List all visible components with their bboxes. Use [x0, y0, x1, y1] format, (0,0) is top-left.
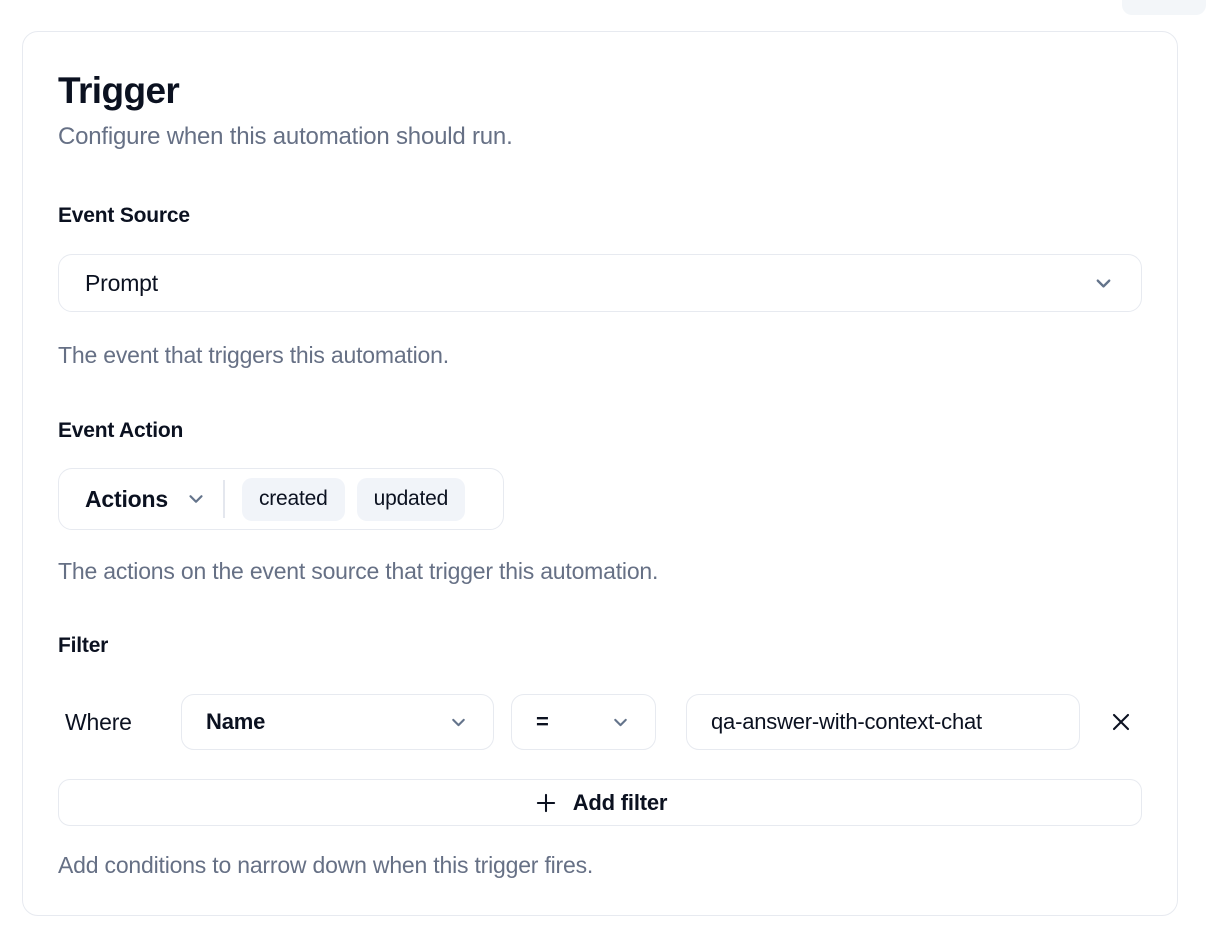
where-label: Where	[65, 708, 132, 735]
event-source-help: The event that triggers this automation.	[58, 342, 449, 368]
add-filter-label: Add filter	[572, 789, 668, 815]
event-source-select[interactable]: Prompt	[58, 254, 1142, 312]
chevron-down-icon	[189, 495, 203, 503]
filter-help: Add conditions to narrow down when this …	[58, 852, 594, 878]
action-chip: updated	[356, 477, 466, 521]
chevron-down-icon	[452, 718, 465, 726]
plus-icon	[536, 793, 555, 812]
filter-operator-select[interactable]: =	[511, 694, 656, 750]
event-action-control: Actions created updated	[58, 468, 504, 530]
page-subtitle: Configure when this automation should ru…	[58, 123, 513, 150]
remove-filter-button[interactable]	[1100, 701, 1142, 743]
add-filter-button[interactable]: Add filter	[58, 779, 1142, 826]
event-source-label: Event Source	[58, 204, 190, 227]
close-icon	[1112, 713, 1130, 731]
actions-dropdown[interactable]: Actions	[85, 486, 207, 513]
divider	[222, 480, 225, 518]
page-title: Trigger	[58, 70, 180, 111]
event-source-value: Prompt	[85, 269, 158, 296]
filter-label: Filter	[58, 634, 109, 657]
partial-element-top-right	[1122, 0, 1206, 15]
chevron-down-icon	[1096, 278, 1111, 288]
filter-field-select[interactable]: Name	[181, 694, 494, 750]
filter-value-input[interactable]: qa-answer-with-context-chat	[686, 694, 1080, 750]
filter-operator-value: =	[536, 709, 549, 734]
event-action-help: The actions on the event source that tri…	[58, 558, 659, 584]
actions-dropdown-label: Actions	[85, 485, 168, 512]
action-chip: created	[241, 477, 345, 521]
filter-value-text: qa-answer-with-context-chat	[711, 709, 982, 734]
event-action-label: Event Action	[58, 419, 184, 442]
filter-row: Where Name = qa-answer-with-context-chat	[58, 694, 1142, 750]
chevron-down-icon	[614, 718, 627, 726]
trigger-card: Trigger Configure when this automation s…	[22, 31, 1178, 916]
filter-field-value: Name	[206, 709, 266, 734]
